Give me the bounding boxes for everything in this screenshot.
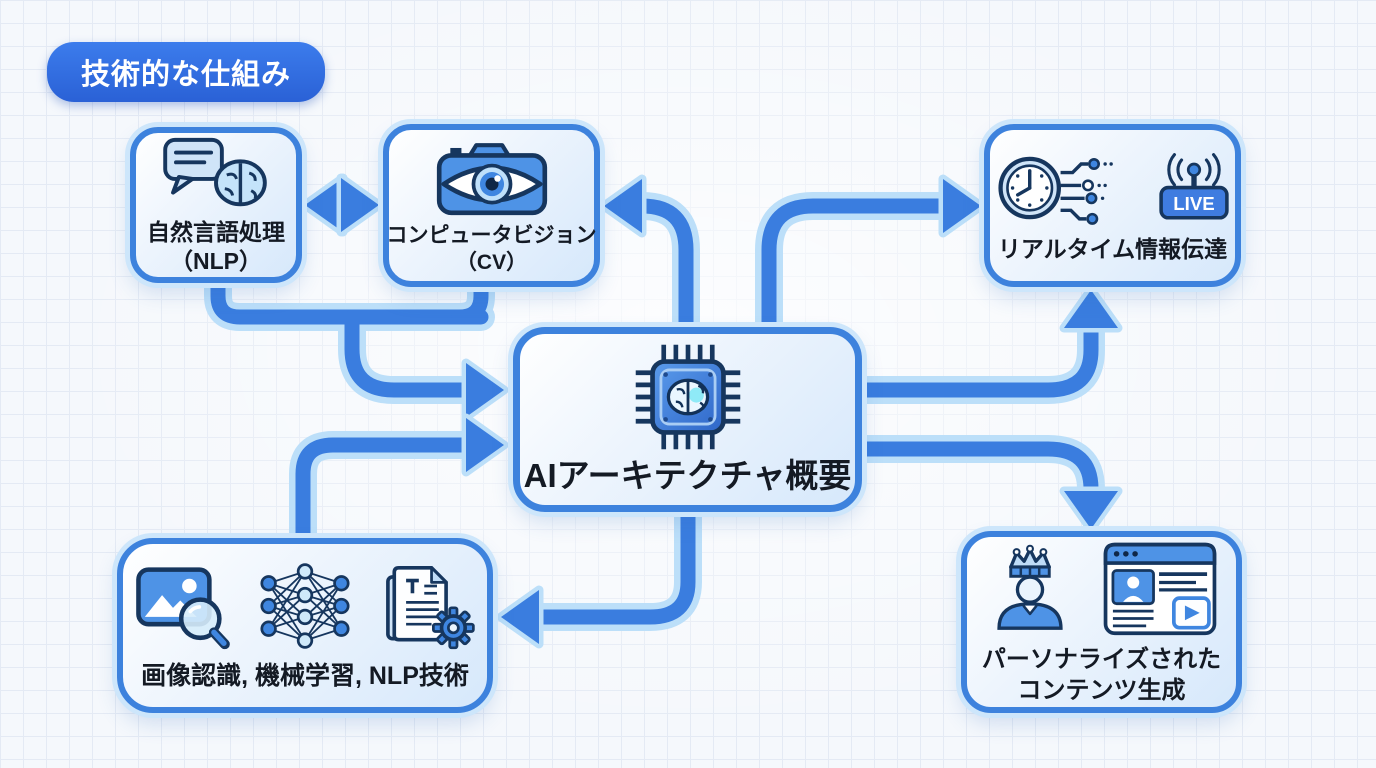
cv-label: コンピュータビジョン （CV） bbox=[386, 223, 597, 274]
edge-core-to-personalized-arrowhead bbox=[1059, 486, 1123, 534]
personalized-label: パーソナライズされた コンテンツ生成 bbox=[981, 646, 1222, 704]
edge-nlp-cv-to-core-arrowhead bbox=[461, 358, 509, 422]
personalized-icon-row bbox=[984, 537, 1220, 639]
realtime-icon-row: LIVE bbox=[992, 147, 1234, 229]
node-cv: コンピュータビジョン （CV） bbox=[383, 124, 600, 287]
edge-core-realtime-bottom-glow bbox=[849, 318, 1105, 404]
node-nlp: 自然言語処理 （NLP） bbox=[130, 127, 302, 283]
node-realtime: LIVE リアルタイム情報伝達 bbox=[984, 124, 1241, 287]
document-gear-icon bbox=[386, 565, 475, 649]
chip-brain-icon bbox=[635, 345, 740, 450]
live-broadcast-icon: LIVE bbox=[1158, 152, 1229, 220]
edge-tech-to-core-glow bbox=[289, 431, 480, 553]
edge-nlp-cv-arrowhead bbox=[336, 173, 384, 237]
edge-nlp-cv-to-core-main bbox=[210, 276, 489, 325]
content-window-icon bbox=[1103, 543, 1216, 636]
node-tech: 画像認識, 機械学習, NLP技術 bbox=[117, 538, 493, 713]
edge-core-cv-arrowhead bbox=[599, 174, 647, 238]
edge-core-realtime-left-main bbox=[761, 198, 952, 336]
camera-eye-icon bbox=[436, 142, 547, 215]
live-badge-label: LIVE bbox=[1173, 193, 1214, 214]
tech-label: 画像認識, 機械学習, NLP技術 bbox=[141, 661, 469, 690]
core-icon-row bbox=[632, 341, 744, 453]
edge-core-realtime-bottom-arrowhead bbox=[1059, 285, 1123, 333]
tech-icon-row bbox=[133, 560, 477, 652]
clock-circuit-icon bbox=[997, 156, 1113, 225]
edge-nlp-cv-to-core-main bbox=[451, 280, 489, 325]
image-magnifier-icon bbox=[136, 566, 230, 649]
cv-icon-row bbox=[428, 135, 556, 223]
edge-core-to-personalized-main bbox=[855, 441, 1099, 499]
neural-network-icon bbox=[260, 562, 350, 649]
nlp-icon-row bbox=[157, 134, 275, 218]
edge-core-to-tech-main bbox=[534, 505, 696, 625]
edge-core-to-tech-arrowhead bbox=[496, 585, 544, 649]
node-personalized: パーソナライズされた コンテンツ生成 bbox=[961, 531, 1242, 713]
edge-core-realtime-left-glow bbox=[755, 192, 958, 342]
edge-tech-to-core-main bbox=[295, 437, 474, 547]
edge-nlp-cv-to-core-main bbox=[344, 309, 474, 398]
speech-bubble-brain-icon bbox=[163, 137, 267, 206]
person-crown-icon bbox=[996, 544, 1063, 631]
edge-tech-to-core-arrowhead bbox=[461, 413, 509, 477]
edge-core-realtime-left-arrowhead bbox=[938, 174, 986, 238]
realtime-label: リアルタイム情報伝達 bbox=[997, 235, 1228, 262]
title-badge-label: 技術的な仕組み bbox=[81, 59, 292, 91]
core-label: AIアーキテクチャ概要 bbox=[523, 457, 852, 495]
edge-core-realtime-bottom-main bbox=[855, 324, 1099, 398]
node-core: AIアーキテクチャ概要 bbox=[513, 327, 862, 512]
edge-core-to-tech-glow bbox=[528, 499, 702, 631]
title-badge: 技術的な仕組み bbox=[47, 42, 326, 102]
nlp-label: 自然言語処理 （NLP） bbox=[147, 218, 285, 274]
